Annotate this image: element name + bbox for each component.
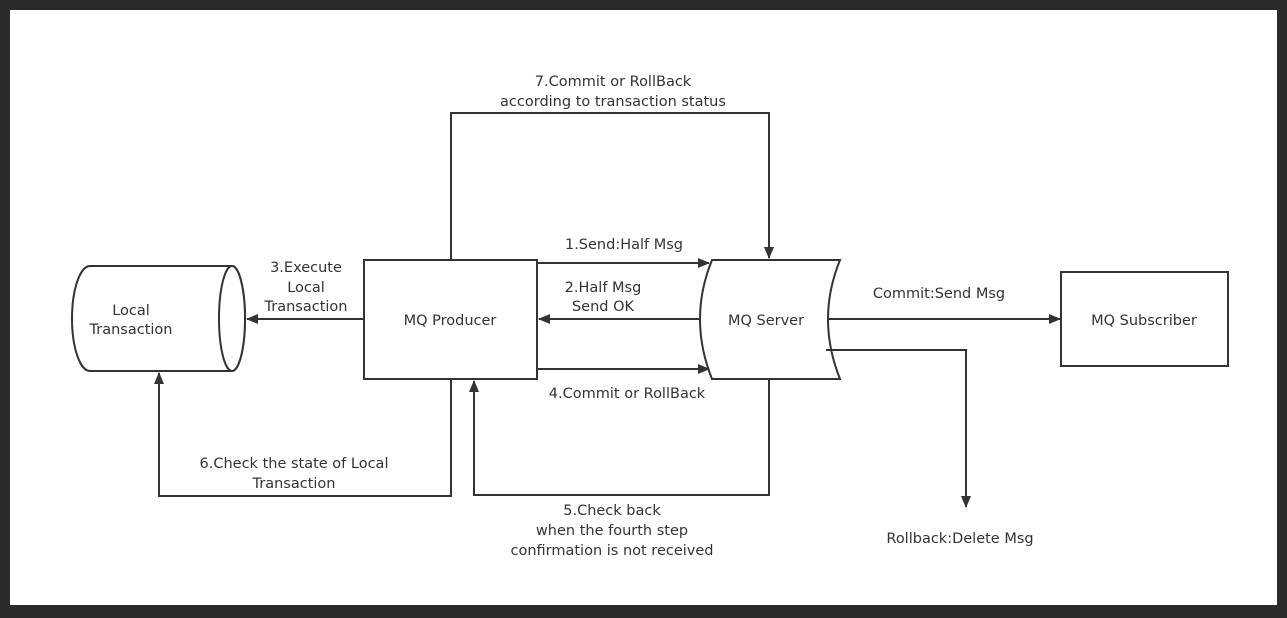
mq-subscriber-node: MQ Subscriber [1060,271,1229,367]
mq-subscriber-label: MQ Subscriber [1091,313,1197,329]
local-transaction-label-1: Local [112,303,150,319]
arrow-step6 [154,372,452,497]
step5-label-1: 5.Check back [563,503,661,519]
mq-producer-node: MQ Producer [363,259,538,380]
step6-label-2: Transaction [252,476,336,492]
mq-producer-label: MQ Producer [404,313,497,329]
arrow-step5 [469,379,770,496]
step7-label-2: according to transaction status [500,94,726,110]
step3-label-3: Transaction [264,299,348,315]
step3-label-1: 3.Execute [270,260,342,276]
step4-label: 4.Commit or RollBack [549,386,706,402]
step7-label-1: 7.Commit or RollBack [535,74,692,90]
arrow-step7 [450,112,774,260]
local-transaction-label-2: Transaction [89,322,173,338]
step1-label: 1.Send:Half Msg [565,237,683,253]
step5-label-2: when the fourth step [536,523,688,539]
step6-label-1: 6.Check the state of Local [200,456,389,472]
rollback-label: Rollback:Delete Msg [886,531,1033,547]
step2-label-2: Send OK [572,299,635,315]
step3-label-2: Local [287,280,325,296]
commit-label: Commit:Send Msg [873,286,1005,302]
step5-label-3: confirmation is not received [510,543,713,559]
mq-server-label: MQ Server [728,313,804,329]
cylinder-end [218,265,246,372]
local-transaction-node: Local Transaction [71,265,246,372]
mq-server-node: MQ Server [699,259,842,380]
arrow-rollback [826,349,971,508]
step2-label-1: 2.Half Msg [565,280,642,296]
